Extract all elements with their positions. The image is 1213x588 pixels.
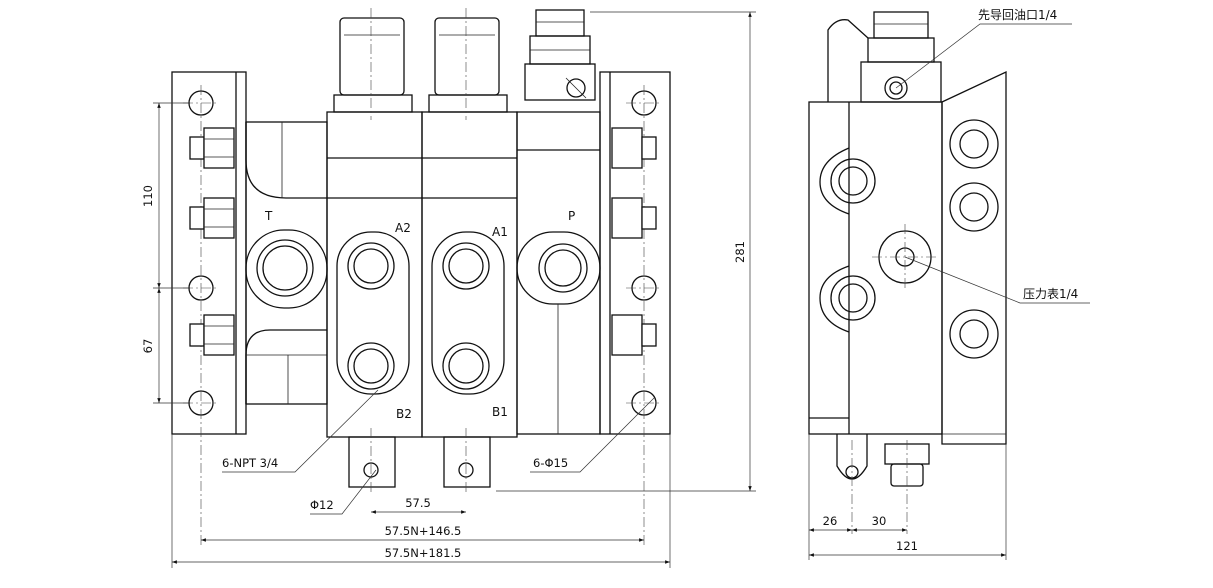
work-section-1 xyxy=(421,8,518,495)
dim-110: 110 xyxy=(141,185,155,207)
pilot-return-port xyxy=(884,76,908,100)
dim-281-text: 281 xyxy=(733,241,747,263)
solenoid-cap xyxy=(339,17,405,96)
port-slot xyxy=(431,231,505,395)
port-a1 xyxy=(442,242,490,290)
callout-holes: 6-Φ15 xyxy=(530,397,655,473)
left-bolts xyxy=(189,127,235,356)
callout-pilot-return: 先导回油口1/4 xyxy=(895,8,1072,89)
dim-26: 26 xyxy=(823,514,838,528)
label-port-a1: A1 xyxy=(492,225,508,239)
callout-npt-text: 6-NPT 3/4 xyxy=(222,456,278,470)
callout-phi12-text: Φ12 xyxy=(310,498,334,512)
port-b2 xyxy=(347,342,395,390)
side-plate xyxy=(941,70,1007,445)
callout-pilot-return-text: 先导回油口1/4 xyxy=(978,8,1057,22)
dim-57-5-text: 57.5 xyxy=(405,496,431,510)
work-section-2 xyxy=(326,8,423,495)
dim-57-5: 57.5 xyxy=(371,496,466,514)
side-body xyxy=(808,101,943,435)
callout-holes-text: 6-Φ15 xyxy=(533,456,568,470)
label-port-t: T xyxy=(264,209,273,223)
port-a2 xyxy=(347,242,395,290)
bolt xyxy=(189,314,235,356)
dim-281: 281 xyxy=(496,11,756,492)
label-port-b2: B2 xyxy=(396,407,412,421)
dim-121: 121 xyxy=(896,539,918,553)
dim-vertical-left: 110 67 xyxy=(141,102,190,404)
dim-30: 30 xyxy=(872,514,887,528)
dim-146-5-text: 57.5N+146.5 xyxy=(385,524,462,538)
dim-67: 67 xyxy=(141,339,155,354)
port-b1 xyxy=(442,342,490,390)
front-view: T P A2 A1 B2 B1 6-NPT 3/4 6-Φ15 Φ12 110 … xyxy=(141,8,756,568)
label-port-a2: A2 xyxy=(395,221,411,235)
callout-gauge-text: 压力表1/4 xyxy=(1023,287,1078,301)
callout-gauge: 压力表1/4 xyxy=(904,256,1090,304)
bolt xyxy=(189,127,235,169)
side-dimensions: 26 30 121 xyxy=(808,434,1007,560)
label-port-p: P xyxy=(568,209,575,223)
dim-181-5: 57.5N+181.5 xyxy=(171,434,671,568)
dim-146-5: 57.5N+146.5 xyxy=(201,524,644,542)
dim-181-5-text: 57.5N+181.5 xyxy=(385,546,462,560)
solenoid-cap xyxy=(434,17,500,96)
p-inlet-section xyxy=(516,9,601,435)
label-port-b1: B1 xyxy=(492,405,508,419)
bolt xyxy=(189,197,235,239)
callout-phi12: Φ12 xyxy=(310,469,377,515)
port-p xyxy=(538,243,588,293)
right-mounting-plate xyxy=(599,71,671,545)
side-view: 先导回油口1/4 压力表1/4 26 30 121 xyxy=(808,8,1090,560)
port-slot xyxy=(336,231,410,395)
t-end-cover xyxy=(245,121,328,405)
callout-npt: 6-NPT 3/4 xyxy=(222,389,379,473)
